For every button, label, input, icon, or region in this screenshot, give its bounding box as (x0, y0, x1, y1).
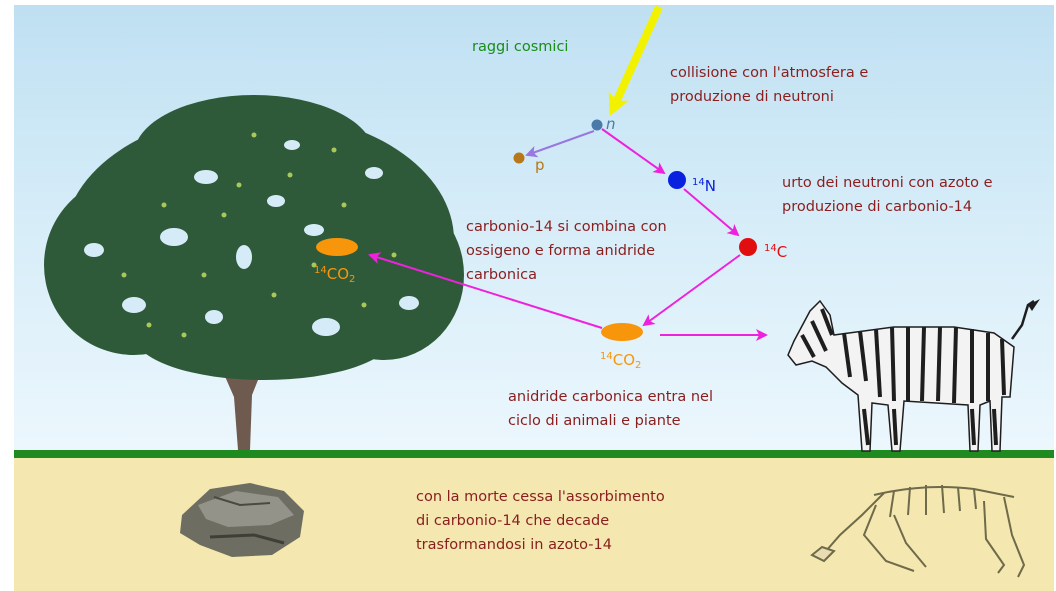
zebra-skeleton-icon (810, 484, 1026, 578)
carbon-label: 14C (764, 241, 787, 260)
nitrogen-label: 14N (692, 175, 716, 194)
arrow-neutron-to-proton (525, 130, 595, 158)
collision-line-2: produzione di neutroni (670, 89, 834, 105)
collision-line-1: collisione con l'atmosfera e (670, 65, 869, 81)
cosmic-rays-label: raggi cosmici (472, 39, 569, 55)
cycle-line-2: ciclo di animali e piante (508, 413, 681, 429)
ground-line (14, 450, 1054, 458)
cycle-label: anidride carbonica entra nel ciclo di an… (508, 385, 713, 433)
co2-air-mass: 14 (600, 351, 613, 362)
co2-tree-symbol: CO (326, 265, 350, 283)
rock-icon (180, 483, 304, 557)
cosmic-ray-arrow (608, 5, 663, 117)
zebra-icon (787, 299, 1040, 452)
co2-tree-label: 14CO2 (314, 263, 355, 288)
co2-tree-mass: 14 (314, 265, 327, 276)
diagram-art (44, 5, 1040, 578)
co2-air-symbol: CO (612, 351, 636, 369)
arrow-co2-to-tree (368, 252, 603, 329)
arrow-carbon-to-co2 (642, 254, 741, 327)
carbon-symbol: C (776, 243, 788, 261)
co2-air-label: 14CO2 (600, 349, 641, 374)
neutron-dot (591, 119, 603, 131)
neutron-nitrogen-label: urto dei neutroni con azoto e produzione… (782, 171, 993, 219)
carbon-mass: 14 (764, 243, 777, 254)
proton-label: p (535, 156, 545, 174)
arrow-nitrogen-to-carbon (683, 188, 740, 237)
neutron-nitrogen-line-2: produzione di carbonio-14 (782, 199, 973, 215)
neutron-label: n (606, 115, 616, 133)
death-label: con la morte cessa l'assorbimento di car… (416, 485, 665, 557)
nitrogen-dot (668, 171, 686, 189)
co2-formation-label: carbonio-14 si combina con ossigeno e fo… (466, 215, 667, 287)
cycle-line-1: anidride carbonica entra nel (508, 389, 714, 405)
co2-air-ellipse (601, 323, 643, 341)
co2-formation-line-2: ossigeno e forma anidride (466, 243, 656, 259)
nitrogen-symbol: N (704, 177, 716, 195)
carbon-dot (739, 238, 757, 256)
arrow-neutron-to-nitrogen (601, 128, 666, 175)
collision-label: collisione con l'atmosfera e produzione … (670, 61, 868, 109)
death-line-2: di carbonio-14 che decade (416, 513, 610, 529)
co2-formation-line-3: carbonica (466, 267, 537, 283)
death-line-1: con la morte cessa l'assorbimento (416, 489, 665, 505)
co2-formation-line-1: carbonio-14 si combina con (466, 219, 667, 235)
co2-tree-sub: 2 (349, 274, 356, 285)
co2-air-sub: 2 (635, 360, 642, 371)
co2-tree-ellipse (316, 238, 358, 256)
tree-icon (44, 95, 464, 450)
neutron-nitrogen-line-1: urto dei neutroni con azoto e (782, 175, 993, 191)
carbon-14-cycle-diagram: n p 14N 14C 14CO2 14CO2 raggi cosmici co… (14, 5, 1054, 591)
nitrogen-mass: 14 (692, 177, 705, 188)
death-line-3: trasformandosi in azoto-14 (416, 537, 612, 553)
proton-dot (513, 152, 525, 164)
